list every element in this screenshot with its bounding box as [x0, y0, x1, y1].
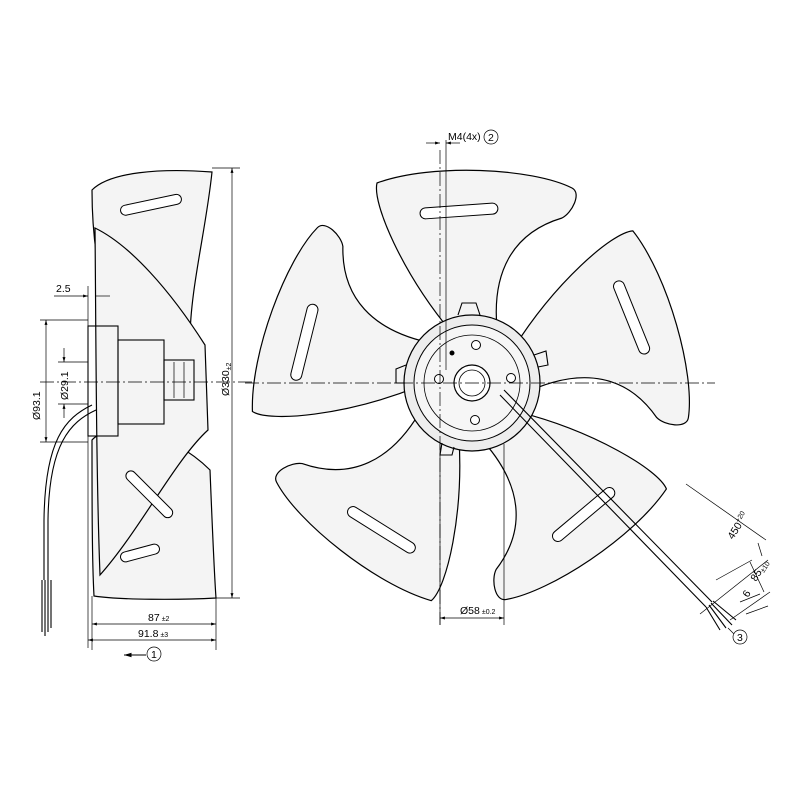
dim-wire-end-6: 6 — [739, 588, 769, 615]
front-blade-3 — [483, 411, 668, 601]
svg-text:91.8±3: 91.8±3 — [138, 628, 168, 640]
svg-text:Ø330±2: Ø330±2 — [220, 362, 233, 396]
svg-text:6: 6 — [740, 588, 753, 599]
front-view: M4(4x) 2 Ø58±0.2 450+20 85±10 — [245, 129, 772, 645]
svg-text:Ø29.1: Ø29.1 — [59, 371, 71, 400]
airflow-direction-callout: 1 — [123, 646, 162, 662]
side-blade-middle — [94, 227, 209, 577]
svg-text:Ø58±0.2: Ø58±0.2 — [460, 605, 496, 617]
dim-depth-91-8: 91.8±3 — [87, 436, 216, 648]
dim-diameter-93: Ø93.1 — [31, 319, 88, 443]
svg-text:450+20: 450+20 — [725, 510, 751, 541]
svg-text:M4(4x): M4(4x) — [448, 131, 481, 143]
wire-callout: 3 — [727, 627, 748, 645]
dim-cable-length-450: 450+20 — [685, 483, 769, 615]
side-slot-3 — [120, 543, 160, 563]
svg-text:2: 2 — [488, 132, 494, 144]
svg-text:1: 1 — [151, 649, 157, 661]
front-blade-4 — [275, 411, 461, 602]
dim-offset-2-5: 2.5 — [54, 283, 110, 326]
svg-text:85±10: 85±10 — [748, 557, 771, 584]
dim-depth-87: 87±2 — [91, 596, 217, 650]
svg-text:Ø93.1: Ø93.1 — [31, 391, 43, 420]
dim-diameter-29: Ø29.1 — [58, 348, 88, 418]
dim-strip-length-85: 85±10 — [715, 557, 772, 621]
side-slot-2 — [125, 470, 174, 519]
side-view: 2.5 Ø93.1 Ø29.1 Ø330±2 — [31, 167, 260, 662]
front-blade-slots — [290, 202, 651, 554]
dim-hub-diameter-58: Ø58±0.2 — [439, 444, 505, 625]
dim-diameter-330: Ø330±2 — [212, 167, 240, 599]
svg-text:3: 3 — [737, 632, 743, 644]
side-motor-flange — [163, 359, 195, 401]
mounting-screws — [434, 340, 516, 425]
front-cable — [499, 389, 737, 631]
side-slot-1 — [120, 193, 182, 216]
svg-text:87±2: 87±2 — [148, 612, 170, 624]
svg-text:2.5: 2.5 — [56, 283, 71, 295]
side-cable — [43, 404, 93, 580]
dim-thread-m4: M4(4x) 2 — [426, 129, 499, 370]
